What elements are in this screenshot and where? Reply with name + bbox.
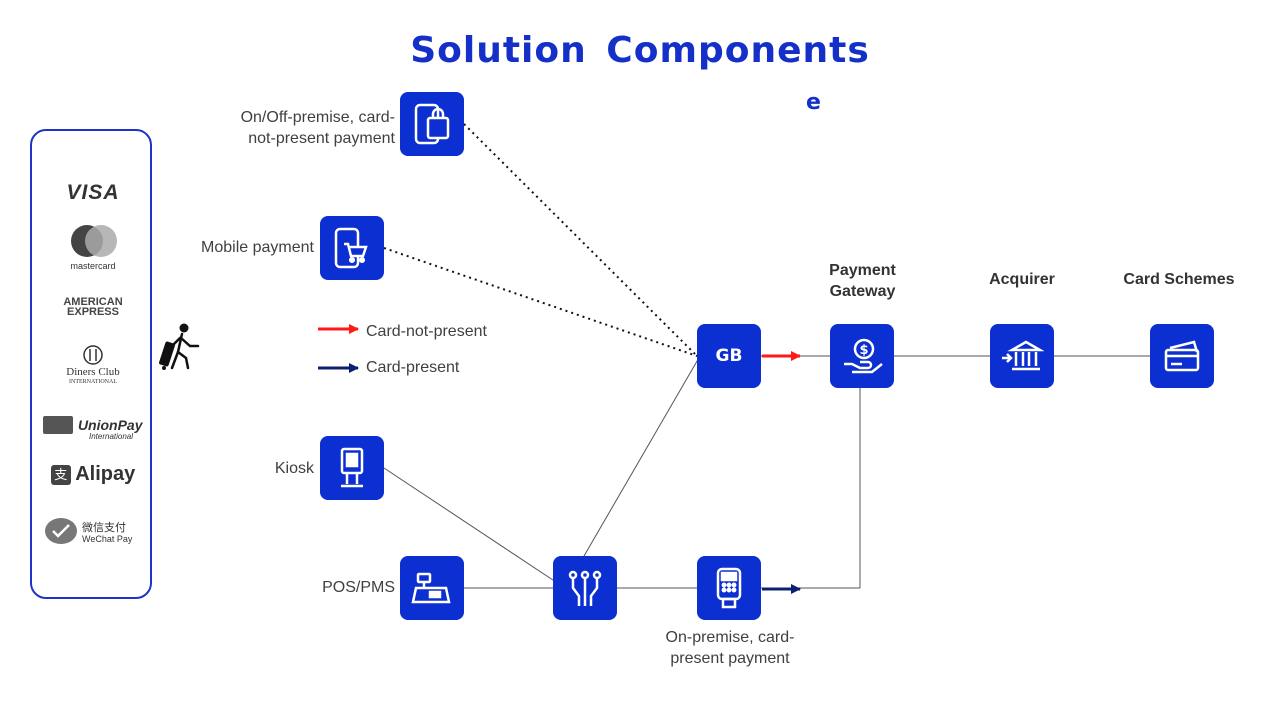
card-terminal-icon xyxy=(716,567,742,609)
phone-cart-icon xyxy=(334,227,368,269)
credit-card-icon xyxy=(1164,340,1200,372)
acquirer-node xyxy=(990,324,1054,388)
gb-label: GB xyxy=(715,346,743,366)
on-premise-label: On-premise, card- present payment xyxy=(665,629,795,667)
diners-sublabel: INTERNATIONAL xyxy=(69,379,117,385)
bank-icon xyxy=(1002,340,1044,371)
stray-text: e xyxy=(806,90,821,115)
mobile-payment-node xyxy=(320,216,384,280)
acquirer-heading: Acquirer xyxy=(989,271,1055,288)
integration-hub-node xyxy=(553,556,617,620)
kiosk-node xyxy=(320,436,384,500)
traveler-icon xyxy=(159,323,200,370)
unionpay-logo: UnionPay xyxy=(32,416,154,440)
mobile-payment-label: Mobile payment xyxy=(201,239,314,256)
line-hub-gb xyxy=(583,355,701,557)
payment-gateway-node: $ xyxy=(830,324,894,388)
diners-logo-icon xyxy=(32,345,154,365)
diners-label: Diners Club xyxy=(66,366,120,378)
circuit-hub-icon xyxy=(568,570,602,606)
amex-logo: AMERICAN EXPRESS xyxy=(63,296,123,318)
cash-register-icon xyxy=(411,572,451,604)
page-title: Solution Components xyxy=(410,30,870,71)
svg-text:$: $ xyxy=(859,343,868,358)
card-terminal-node xyxy=(697,556,761,620)
hand-coin-icon: $ xyxy=(844,338,883,374)
pos-pms-label: POS/PMS xyxy=(322,579,395,596)
payment-gateway-heading: Payment Gateway xyxy=(829,262,896,300)
gb-node: GB xyxy=(697,324,761,388)
online-shopping-node xyxy=(400,92,464,156)
legend-card-not-present: Card-not-present xyxy=(366,323,487,340)
legend-card-present: Card-present xyxy=(366,359,460,376)
card-schemes-heading: Card Schemes xyxy=(1123,271,1235,288)
card-schemes-node xyxy=(1150,324,1214,388)
dotted-line-mobile xyxy=(383,247,698,357)
dotted-line-online xyxy=(463,123,698,357)
line-kiosk-hub xyxy=(383,467,569,591)
online-payment-label: On/Off-premise, card- not-present paymen… xyxy=(240,109,395,147)
mastercard-logo-icon xyxy=(32,223,154,259)
wechat-pay-icon xyxy=(44,517,78,547)
mastercard-label: mastercard xyxy=(70,261,116,271)
alipay-logo: 支 Alipay xyxy=(32,463,154,489)
wechat-label: WeChat Pay xyxy=(82,534,133,544)
visa-logo: VISA xyxy=(66,181,120,204)
kiosk-label: Kiosk xyxy=(274,460,314,477)
unionpay-sublabel: International xyxy=(88,432,134,441)
kiosk-icon xyxy=(340,447,364,488)
payment-methods-panel: VISA mastercard AMERICAN EXPRESS Diners … xyxy=(30,129,152,599)
wechat-cn-label: 微信支付 xyxy=(82,522,126,534)
pos-pms-node xyxy=(400,556,464,620)
phone-shopping-bag-icon xyxy=(414,103,450,145)
